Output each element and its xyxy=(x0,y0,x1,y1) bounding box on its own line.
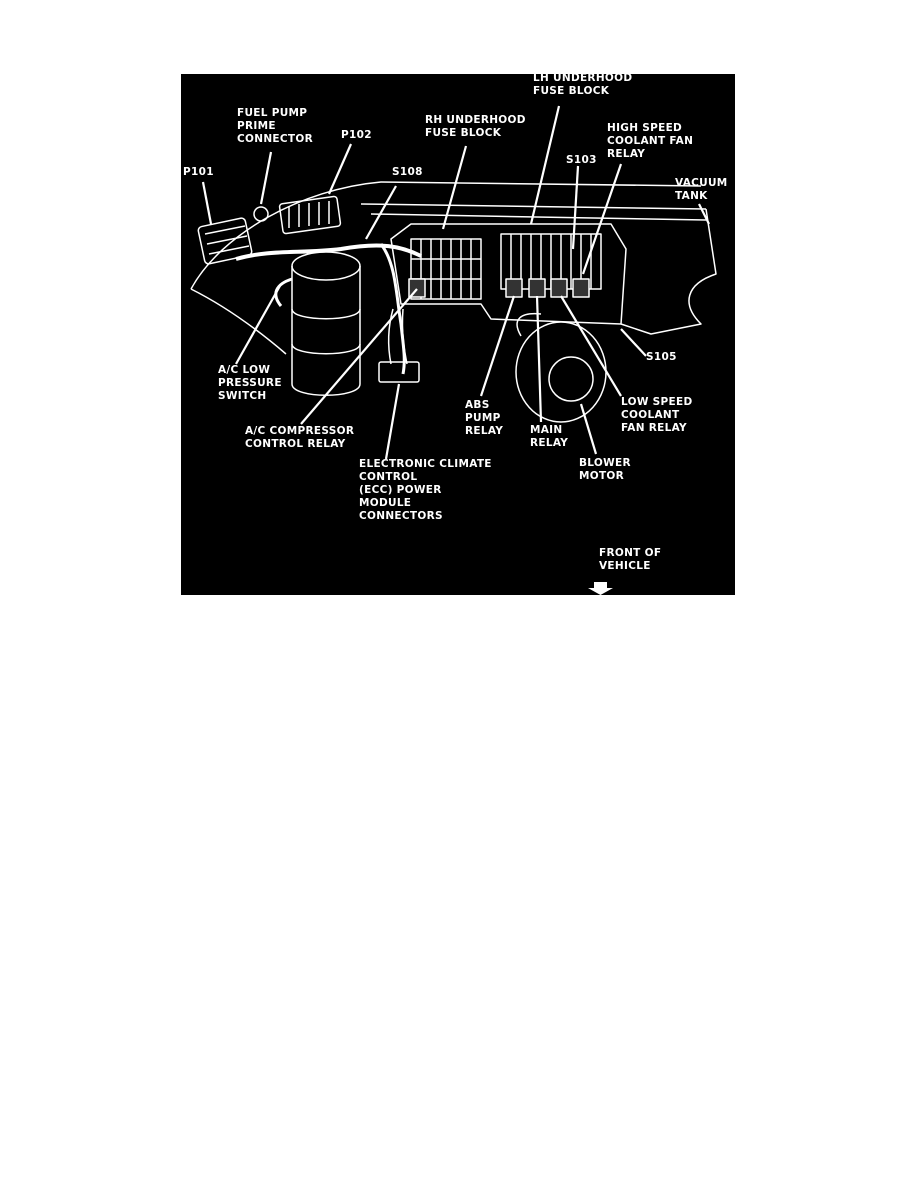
lh-fuse-block xyxy=(500,233,602,290)
blower-motor-scroll xyxy=(516,312,542,337)
label-front-of-vehicle: FRONT OF VEHICLE xyxy=(599,547,662,572)
arrow-abs xyxy=(479,295,516,397)
arrow-low-speed xyxy=(560,295,622,397)
accumulator-pipe xyxy=(274,277,293,307)
arrow-ac-low xyxy=(235,283,282,365)
accumulator-top xyxy=(291,251,361,281)
arrow-p101 xyxy=(201,181,213,225)
arrow-rh-fuse xyxy=(441,145,468,230)
strut-tower-left xyxy=(190,288,287,355)
arrow-fuel-pump xyxy=(259,151,273,205)
arrow-p102 xyxy=(327,143,353,195)
arrow-high-speed xyxy=(581,163,623,275)
label-vacuum-tank: VACUUM TANK xyxy=(675,177,728,202)
fuel-pump-prime-connector-shape xyxy=(253,206,269,222)
label-main-relay: MAIN RELAY xyxy=(530,424,569,449)
arrow-vacuum-tank xyxy=(698,203,710,225)
label-p102: P102 xyxy=(341,129,372,141)
label-ac-compressor-control-relay: A/C COMPRESSOR CONTROL RELAY xyxy=(245,425,355,450)
label-ac-low-pressure-switch: A/C LOW PRESSURE SWITCH xyxy=(218,364,282,402)
label-low-speed-coolant-fan-relay: LOW SPEED COOLANT FAN RELAY xyxy=(621,396,693,434)
ecc-connector-wires xyxy=(387,308,408,365)
label-blower-motor: BLOWER MOTOR xyxy=(579,457,631,482)
p102-connector-shape xyxy=(278,195,342,235)
label-p101: P101 xyxy=(183,166,214,178)
fender-edge-right xyxy=(620,208,717,335)
label-s105: S105 xyxy=(646,351,677,363)
ecc-connectors-shape xyxy=(378,361,420,383)
p101-connector-detail xyxy=(204,225,250,255)
label-s108: S108 xyxy=(392,166,423,178)
arrow-s103 xyxy=(571,165,580,250)
wiring-harness-branch xyxy=(379,243,406,375)
arrow-s105 xyxy=(620,328,647,357)
rh-fuse-grid xyxy=(411,239,481,299)
label-s103: S103 xyxy=(566,154,597,166)
arrow-s108 xyxy=(365,185,397,240)
fuse-block-housing xyxy=(390,223,627,325)
arrow-lh-fuse xyxy=(529,105,561,225)
label-abs-pump-relay: ABS PUMP RELAY xyxy=(465,399,504,437)
relay-abs xyxy=(505,278,523,298)
label-lh-underhood-fuse-block: LH UNDERHOOD FUSE BLOCK xyxy=(533,72,633,97)
engine-compartment-drawing xyxy=(190,105,717,595)
label-fuel-pump-prime-connector: FUEL PUMP PRIME CONNECTOR xyxy=(237,107,313,145)
label-rh-underhood-fuse-block: RH UNDERHOOD FUSE BLOCK xyxy=(425,114,526,139)
label-ecc-power-module-connectors: ELECTRONIC CLIMATE CONTROL (ECC) POWER M… xyxy=(359,458,492,522)
arrow-ecc xyxy=(384,383,401,460)
p101-connector-shape xyxy=(197,217,253,265)
engine-compartment-diagram: LH UNDERHOOD FUSE BLOCK FUEL PUMP PRIME … xyxy=(181,72,735,595)
front-of-vehicle-arrow-icon xyxy=(588,582,613,595)
label-high-speed-coolant-fan-relay: HIGH SPEED COOLANT FAN RELAY xyxy=(607,122,694,160)
blower-motor-hub xyxy=(548,356,594,402)
relay-main xyxy=(528,278,546,298)
relay-low-speed xyxy=(550,278,568,298)
cowl-outline xyxy=(190,181,702,290)
accumulator-body xyxy=(291,266,361,396)
relay-high-speed xyxy=(572,278,590,298)
accumulator-bands xyxy=(291,308,361,355)
p102-connector-detail xyxy=(288,201,330,228)
arrow-blower xyxy=(579,403,598,455)
cowl-inner-line xyxy=(360,203,707,210)
lh-fuse-grid xyxy=(510,234,592,289)
arrow-main xyxy=(535,295,543,423)
arrow-ac-comp xyxy=(300,288,418,425)
cowl-lower-line xyxy=(370,213,707,221)
wiring-harness xyxy=(235,243,422,261)
